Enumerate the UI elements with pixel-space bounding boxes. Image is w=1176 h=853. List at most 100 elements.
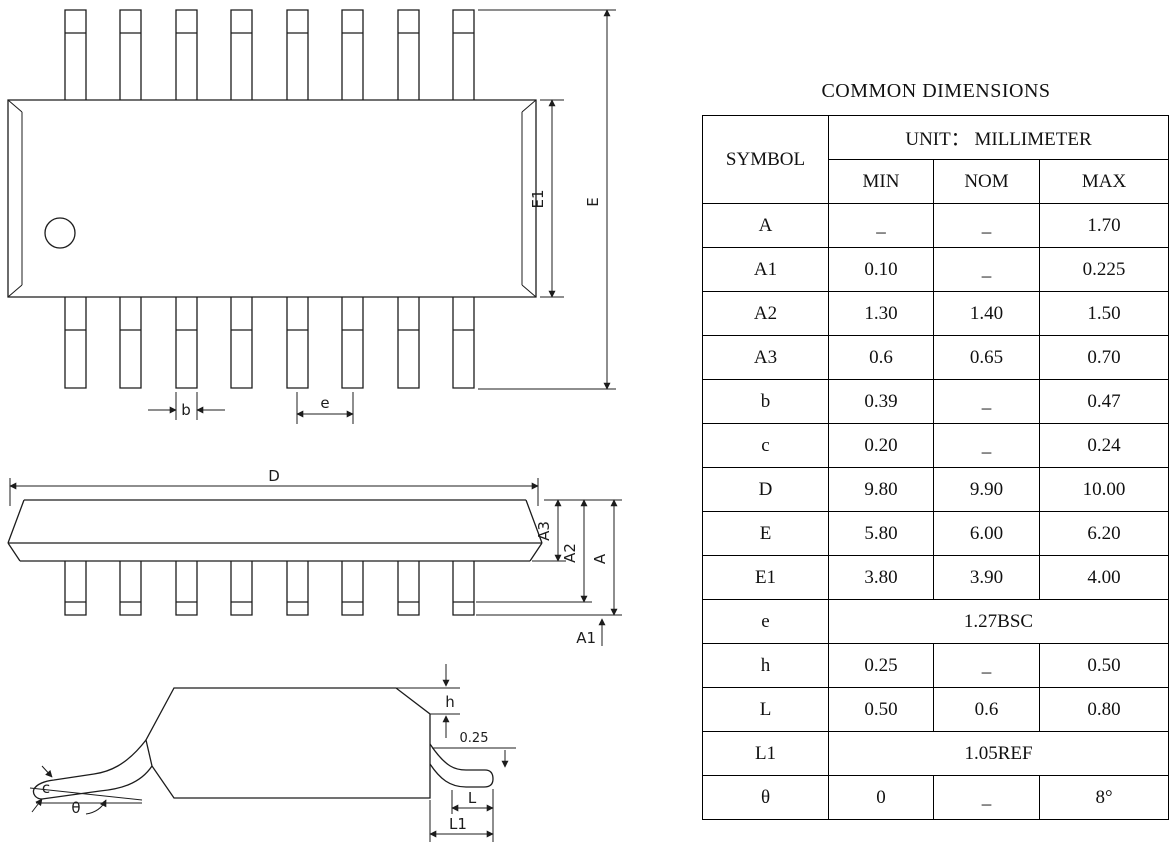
table-row: E1 3.80 3.90 4.00 bbox=[702, 555, 1170, 600]
symbol-cell: c bbox=[702, 423, 829, 468]
side-body-outline bbox=[7, 499, 543, 562]
dim-a2: A2 bbox=[476, 499, 592, 603]
common-dimensions-table: SYMBOL UNIT： MILLIMETER MIN NOM MAX A _ … bbox=[702, 115, 1170, 820]
nom-cell: _ bbox=[933, 247, 1040, 292]
max-cell: 0.50 bbox=[1038, 643, 1170, 688]
nom-cell: _ bbox=[933, 379, 1040, 424]
max-cell: 8° bbox=[1038, 775, 1170, 820]
symbol-cell: θ bbox=[702, 775, 829, 820]
min-cell: _ bbox=[828, 203, 934, 248]
table-row: θ 0 _ 8° bbox=[702, 775, 1170, 820]
side-leads bbox=[64, 561, 475, 616]
detail-right-lead bbox=[429, 743, 494, 788]
top-view: b e E1 E bbox=[7, 9, 616, 424]
max-cell: 0.70 bbox=[1038, 335, 1170, 380]
package-body-chamfers bbox=[7, 99, 537, 298]
dim-label-e-overall: E bbox=[584, 197, 602, 206]
table-header-row-1: SYMBOL UNIT： MILLIMETER bbox=[702, 115, 1170, 204]
table-row: e 1.27BSC bbox=[702, 599, 1170, 644]
symbol-cell: b bbox=[702, 379, 829, 424]
max-cell: 10.00 bbox=[1038, 467, 1170, 512]
lead-detail-view: h 0.25 θ bbox=[29, 664, 516, 842]
nom-cell: 1.40 bbox=[933, 291, 1040, 336]
dim-label-c: c bbox=[42, 779, 50, 797]
table-row: A _ _ 1.70 bbox=[702, 203, 1170, 248]
header-nom: NOM bbox=[933, 159, 1040, 204]
min-cell: 0.6 bbox=[828, 335, 934, 380]
min-cell: 0.20 bbox=[828, 423, 934, 468]
detail-body-outline bbox=[145, 687, 431, 799]
detail-left-lead bbox=[32, 739, 153, 800]
symbol-cell: A1 bbox=[702, 247, 829, 292]
min-cell: 0 bbox=[828, 775, 934, 820]
dim-theta: θ bbox=[29, 787, 143, 817]
header-min: MIN bbox=[828, 159, 934, 204]
dim-label-e: e bbox=[320, 394, 329, 412]
side-view: D A3 A2 bbox=[7, 467, 622, 647]
max-cell: 1.50 bbox=[1038, 291, 1170, 336]
dim-label-gauge: 0.25 bbox=[460, 731, 489, 746]
dimensions-table-section: COMMON DIMENSIONS SYMBOL UNIT： MILLIMETE… bbox=[702, 80, 1170, 820]
nom-cell: _ bbox=[933, 203, 1040, 248]
package-drawing: b e E1 E bbox=[7, 9, 622, 842]
max-cell: 0.225 bbox=[1038, 247, 1170, 292]
header-symbol: SYMBOL bbox=[702, 115, 829, 204]
table-row: A2 1.30 1.40 1.50 bbox=[702, 291, 1170, 336]
dim-label-e1: E1 bbox=[529, 189, 547, 208]
nom-cell: 6.00 bbox=[933, 511, 1040, 556]
symbol-cell: E bbox=[702, 511, 829, 556]
nom-cell: 0.6 bbox=[933, 687, 1040, 732]
min-cell: 0.50 bbox=[828, 687, 934, 732]
symbol-cell: e bbox=[702, 599, 829, 644]
dim-label-a2: A2 bbox=[561, 543, 579, 563]
min-cell: 5.80 bbox=[828, 511, 934, 556]
table-row: E 5.80 6.00 6.20 bbox=[702, 511, 1170, 556]
dim-a: A bbox=[476, 499, 622, 616]
table-row: A3 0.6 0.65 0.70 bbox=[702, 335, 1170, 380]
dim-a1: A1 bbox=[576, 618, 606, 647]
dim-b: b bbox=[148, 392, 225, 420]
table-row: c 0.20 _ 0.24 bbox=[702, 423, 1170, 468]
dim-d: D bbox=[9, 467, 539, 506]
max-cell: 0.80 bbox=[1038, 687, 1170, 732]
dim-c: c bbox=[31, 765, 53, 813]
dim-label-h: h bbox=[445, 693, 455, 711]
span-cell: 1.27BSC bbox=[827, 599, 1170, 644]
table-row: D 9.80 9.90 10.00 bbox=[702, 467, 1170, 512]
max-cell: 1.70 bbox=[1038, 203, 1170, 248]
header-unit: UNIT： MILLIMETER bbox=[827, 115, 1170, 160]
table-row: A1 0.10 _ 0.225 bbox=[702, 247, 1170, 292]
symbol-cell: E1 bbox=[702, 555, 829, 600]
top-pins bbox=[64, 9, 475, 100]
pin-1-indicator bbox=[44, 217, 76, 249]
dim-label-l: L bbox=[468, 789, 477, 807]
dim-gauge-plane: 0.25 bbox=[432, 731, 516, 768]
min-cell: 0.10 bbox=[828, 247, 934, 292]
nom-cell: 0.65 bbox=[933, 335, 1040, 380]
symbol-cell: h bbox=[702, 643, 829, 688]
table-row: L 0.50 0.6 0.80 bbox=[702, 687, 1170, 732]
min-cell: 0.25 bbox=[828, 643, 934, 688]
dim-e1: E1 bbox=[529, 99, 564, 298]
table-row: L1 1.05REF bbox=[702, 731, 1170, 776]
dim-e-overall: E bbox=[478, 9, 616, 390]
min-cell: 3.80 bbox=[828, 555, 934, 600]
symbol-cell: A3 bbox=[702, 335, 829, 380]
bottom-pins bbox=[64, 297, 475, 389]
symbol-cell: A bbox=[702, 203, 829, 248]
max-cell: 4.00 bbox=[1038, 555, 1170, 600]
table-row: b 0.39 _ 0.47 bbox=[702, 379, 1170, 424]
header-max: MAX bbox=[1038, 159, 1170, 204]
symbol-cell: L bbox=[702, 687, 829, 732]
dim-label-a: A bbox=[591, 553, 609, 564]
dim-h: h bbox=[396, 664, 460, 738]
dim-label-l1: L1 bbox=[449, 815, 467, 833]
nom-cell: _ bbox=[933, 423, 1040, 468]
max-cell: 6.20 bbox=[1038, 511, 1170, 556]
dimensions-table-title: COMMON DIMENSIONS bbox=[821, 80, 1051, 102]
symbol-cell: D bbox=[702, 467, 829, 512]
dim-label-d: D bbox=[268, 467, 280, 485]
dim-label-a1: A1 bbox=[576, 629, 596, 647]
dim-l1: L1 bbox=[429, 800, 494, 842]
